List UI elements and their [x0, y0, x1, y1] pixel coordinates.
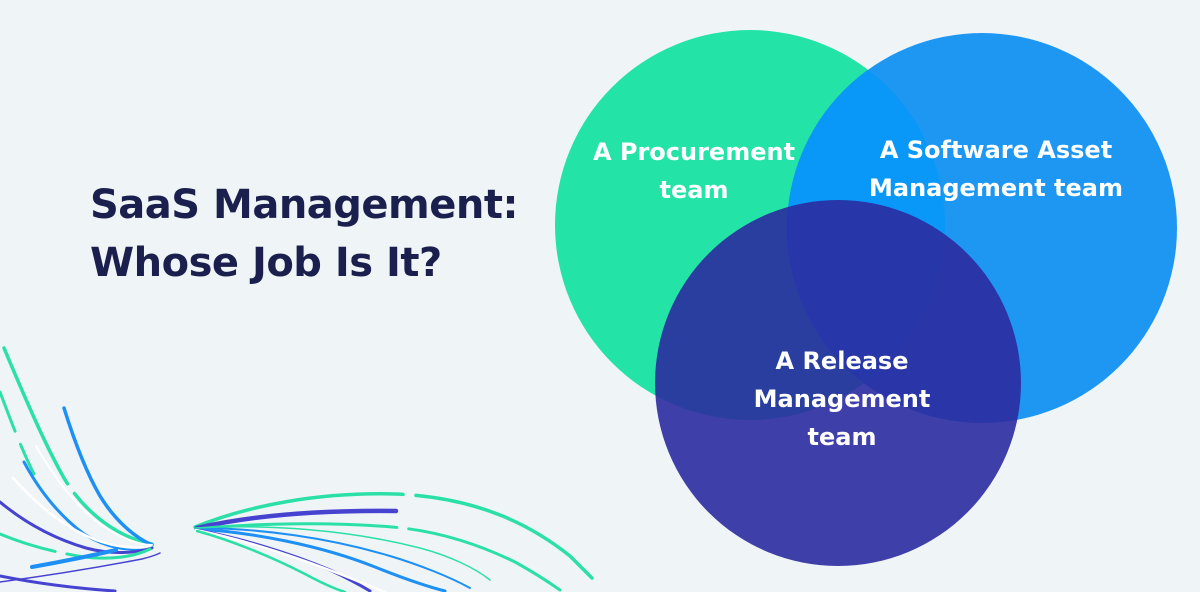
swirl-line-green-4 [193, 492, 594, 580]
swirl-line-indigo-3 [0, 574, 117, 592]
swirl-line-indigo-4 [194, 508, 399, 531]
release-label-line1: A Release [775, 347, 909, 375]
release-label-line3: team [807, 423, 877, 451]
swirl-line-indigo-2 [0, 552, 161, 583]
procurement-circle-label: A Procurement team [593, 133, 795, 209]
swirl-line-blue-4 [194, 527, 447, 592]
release-management-circle-label: A Release Management team [754, 342, 931, 456]
procurement-label-line1: A Procurement [592, 138, 796, 166]
swirl-line-white-2 [35, 445, 153, 546]
swirl-line-white-3 [194, 528, 387, 592]
sam-label-line2: Management team [869, 174, 1123, 202]
swirl-line-green-7 [195, 526, 491, 581]
procurement-label-line2: team [659, 176, 729, 204]
page-title: SaaS Management: Whose Job Is It? [90, 176, 518, 292]
swirl-lines-decoration [0, 346, 594, 592]
page-title-line1: SaaS Management: [90, 182, 518, 228]
release-management-circle [655, 200, 1021, 566]
swirl-line-green-5 [195, 522, 562, 592]
sam-label-line1: A Software Asset [879, 136, 1113, 164]
software-asset-management-circle-label: A Software Asset Management team [869, 131, 1123, 207]
swirl-line-green-2 [0, 390, 36, 476]
swirl-line-white-1 [11, 476, 153, 549]
swirl-line-indigo-1 [0, 500, 154, 555]
swirl-line-blue-1 [62, 406, 154, 547]
page-title-line2: Whose Job Is It? [90, 240, 442, 286]
swirl-line-green-6 [195, 529, 347, 592]
swirl-line-green-1 [2, 346, 154, 546]
swirl-line-blue-5 [195, 527, 471, 589]
release-label-line2: Management [753, 385, 931, 413]
swirl-line-blue-3 [30, 548, 118, 569]
